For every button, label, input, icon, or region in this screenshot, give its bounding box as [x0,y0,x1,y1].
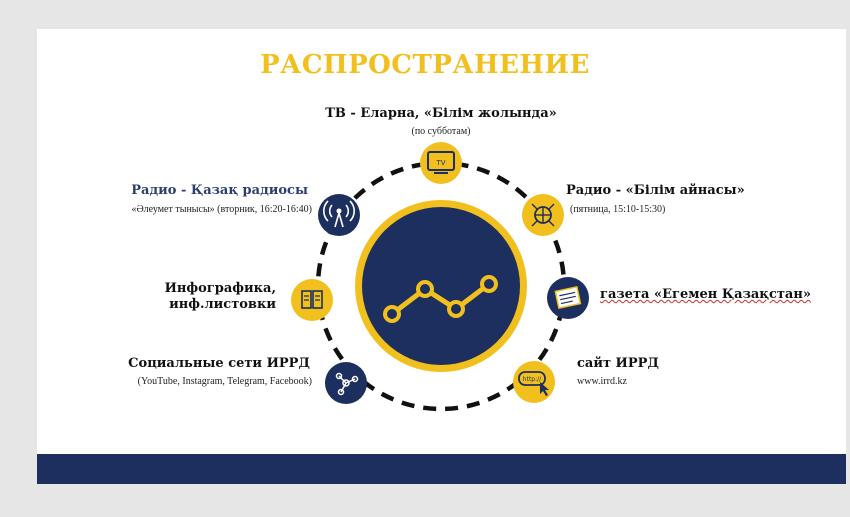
site-url: www.irrd.kz [577,376,627,387]
tv-icon: TV [420,142,462,184]
newspaper-label: газета «Егемен Қазақстан» [600,287,811,302]
slide-title: РАСПРОСТРАНЕНИЕ [260,50,590,80]
footer-band [37,454,846,484]
newspaper-icon [547,277,589,319]
infographic-label-line2: инф.листовки [169,297,276,312]
infographic-label-line1: Инфографика, [164,281,276,296]
tv-label: ТВ - Еларна, «Білім жолында» [325,106,557,121]
web-cursor-icon: http:// [513,361,555,403]
radio-kz-label: Радио - Қазақ радиосы [131,183,308,198]
social-label: Социальные сети ИРРД [128,356,310,371]
site-label: сайт ИРРД [577,356,659,371]
infographic-icon [291,279,333,321]
radio-kz-sub: «Әлеумет тынысы» (вторник, 16:20-16:40) [131,204,312,215]
radio-tower-icon [318,194,360,236]
radio-bilim-label: Радио - «Білім айнасы» [566,183,745,198]
globe-network-icon [522,194,564,236]
svg-text:http://: http:// [523,376,542,383]
tv-sub: (по субботам) [411,126,471,137]
social-sub: (YouTube, Instagram, Telegram, Facebook) [137,376,312,387]
share-network-icon [325,362,367,404]
line-chart-icon [383,275,498,323]
center-disc [362,207,520,365]
radio-bilim-sub: (пятница, 15:10-15:30) [570,204,666,215]
svg-text:TV: TV [435,159,445,167]
